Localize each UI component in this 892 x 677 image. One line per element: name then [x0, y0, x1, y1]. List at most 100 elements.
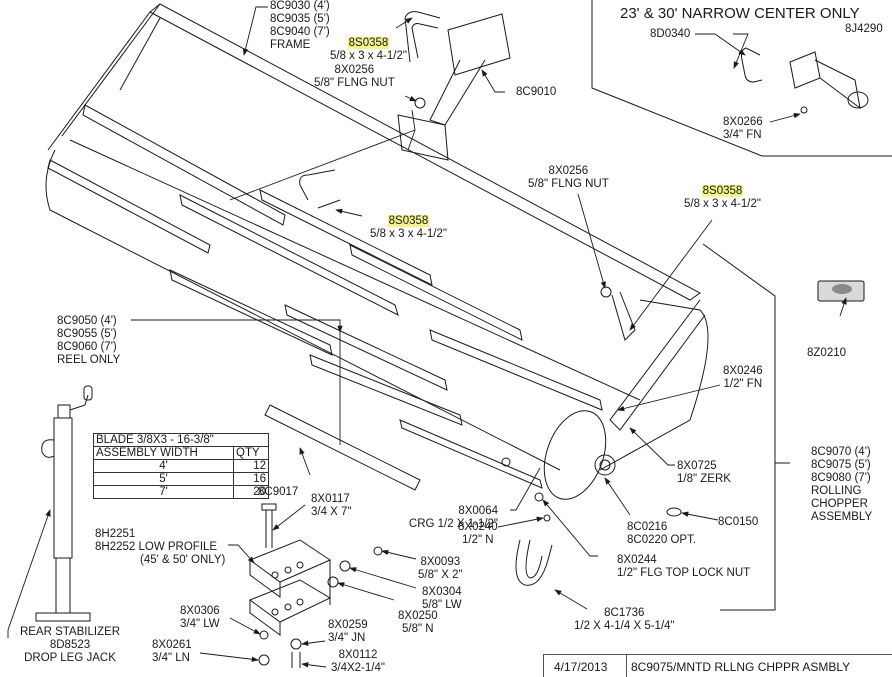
- label-ln-3-4: 8X0261 3/4" LN: [152, 639, 192, 665]
- label-ubolt-right: 8S0358 5/8 x 3 x 4-1/2": [684, 185, 761, 211]
- label-bearing: 8C0216 8C0220 OPT.: [627, 521, 696, 547]
- label-zerk: 8X0725 1/8" ZERK: [677, 460, 731, 486]
- loose-blade: [264, 404, 421, 491]
- part-number: 8X0093: [420, 556, 461, 568]
- assembly-line: 8C9070 (4'): [811, 446, 871, 458]
- table-header-width: ASSEMBLY WIDTH: [93, 446, 234, 460]
- label-flange-nut-top: 8X0256 5/8" FLNG NUT: [314, 64, 395, 90]
- frame-line: 8C9040 (7'): [270, 26, 330, 38]
- reel-line: REEL ONLY: [57, 354, 121, 366]
- part-number: 8C0216: [627, 521, 668, 533]
- assembly-bracket: [702, 243, 776, 611]
- part-number: 8C1736: [604, 607, 645, 619]
- label-n-5-8: 8X0250 5/8" N: [398, 610, 438, 636]
- inset-spindle-shape: [789, 51, 869, 110]
- part-number-highlight: 8S0358: [387, 215, 430, 227]
- ubolt-top-shape: [404, 11, 441, 63]
- stabilizer-line: 8D8523: [49, 639, 91, 651]
- lw-3-4-shape: [259, 630, 269, 640]
- ubolt-mid-shape: [299, 169, 341, 209]
- label-hitch: 8H2251 8H2252 LOW PROFILE (45' & 50' ONL…: [95, 528, 225, 567]
- table-row: 7' 20: [93, 485, 269, 499]
- part-desc: 1/8" ZERK: [677, 473, 731, 485]
- part-desc: 5/8 x 3 x 4-1/2": [330, 50, 407, 62]
- label-bolt-5-8: 8X0093 5/8" X 2": [418, 556, 463, 582]
- part-desc: 5/8 x 3 x 4-1/2": [684, 198, 761, 210]
- label-fn-half: 8X0246 1/2" FN: [723, 365, 763, 391]
- carriage-bolt-shape: [501, 457, 511, 467]
- flange-nut-top: [414, 97, 426, 109]
- part-number-highlight: 8S0358: [347, 37, 390, 49]
- label-ring: 8C0150: [718, 516, 759, 528]
- part-number: 8X0261: [152, 639, 192, 651]
- table-row: 4' 12: [93, 459, 269, 473]
- part-desc: 3/4X2-1/4": [331, 662, 385, 674]
- lock-nut-shape: [534, 492, 544, 502]
- label-decal: 8Z0210: [807, 347, 847, 359]
- inset-nut-shape: [800, 106, 808, 114]
- inset-border: [591, 0, 892, 157]
- label-inset-nut: 8X0266 3/4" FN: [723, 116, 763, 142]
- part-desc: 1/2" N: [462, 534, 494, 546]
- cell-width: 4': [93, 459, 234, 473]
- assembly-line: 8C9075 (5'): [811, 459, 871, 471]
- title-block: 4/17/2013 8C9075/MNTD RLLNG CHPPR ASMBLY: [543, 654, 892, 677]
- stabilizer-line: DROP LEG JACK: [24, 652, 116, 664]
- part-number: 8X0304: [422, 586, 462, 598]
- part-desc: 3/4" FN: [723, 129, 762, 141]
- part-number: 8X0117: [311, 493, 350, 505]
- table-title: BLADE 3/8X3 - 16-3/8": [93, 433, 269, 447]
- lw-5-8-shape: [339, 560, 351, 572]
- label-lock-nut: 8X0244 1/2" FLG TOP LOCK NUT: [617, 554, 750, 580]
- part-desc: 5/8" LW: [422, 599, 462, 611]
- assembly-line: 8C9080 (7'): [811, 472, 871, 484]
- cell-width: 7': [93, 485, 234, 499]
- assembly-line: ROLLING: [811, 485, 862, 497]
- part-desc: 1/2 X 4-1/4 X 5-1/4": [574, 620, 675, 632]
- label-lw-5-8: 8X0304 5/8" LW: [422, 586, 462, 612]
- label-ubolt-top: 8S0358 5/8 x 3 x 4-1/2": [330, 37, 407, 63]
- ubolt-small-shape: [515, 539, 553, 586]
- part-number: 8X0112: [338, 649, 378, 661]
- table-row: 5' 16: [93, 472, 269, 486]
- long-bolt-shape: [261, 503, 277, 548]
- bolt-5-8-shape: [373, 546, 383, 556]
- hitch-line: 8H2251: [95, 528, 136, 540]
- part-number: 8X0250: [398, 610, 438, 622]
- blade-qty-table: BLADE 3/8X3 - 16-3/8" ASSEMBLY WIDTH QTY…: [93, 433, 269, 499]
- frame-line: FRAME: [270, 39, 311, 51]
- label-reel: 8C9050 (4') 8C9055 (5') 8C9060 (7') REEL…: [57, 315, 120, 367]
- part-desc: 3/4" LN: [152, 652, 190, 664]
- part-number: 8X0240: [458, 521, 498, 533]
- label-bolt-3-4: 8X0112 3/4X2-1/4": [331, 649, 385, 675]
- part-desc: 3/4" JN: [328, 632, 366, 644]
- label-frame: 8C9030 (4') 8C9035 (5') 8C9040 (7') FRAM…: [270, 0, 330, 52]
- jack-shape: [35, 385, 93, 622]
- frame-beam: [47, 3, 701, 301]
- assembly-line: ASSEMBLY: [811, 511, 873, 523]
- ln-3-4-shape: [258, 654, 270, 666]
- part-number: 8X0256: [548, 165, 589, 177]
- part-number: 8X0064: [458, 505, 498, 517]
- label-jn-3-4: 8X0259 3/4" JN: [328, 619, 368, 645]
- reel-line: 8C9055 (5'): [57, 328, 117, 340]
- part-desc: 1/2" FN: [723, 378, 763, 390]
- bearing-shape: [594, 454, 616, 476]
- label-ubolt-mid: 8S0358 5/8 x 3 x 4-1/2": [370, 215, 447, 241]
- part-number: 8X0244: [617, 554, 657, 566]
- label-stabilizer: REAR STABILIZER 8D8523 DROP LEG JACK: [14, 626, 126, 665]
- nut-half-shape: [543, 514, 551, 522]
- part-number-highlight: 8S0358: [701, 185, 744, 197]
- reel-line: 8C9050 (4'): [57, 315, 117, 327]
- inset-ubolt-shape: [741, 47, 763, 83]
- frame-line: 8C9030 (4'): [270, 0, 330, 12]
- part-number: 8X0259: [328, 619, 368, 631]
- label-nut-half: 8X0240 1/2" N: [458, 521, 498, 547]
- reel-cylinder: [45, 139, 709, 500]
- part-desc: 3/4 X 7": [311, 506, 352, 518]
- stabilizer-line: REAR STABILIZER: [19, 626, 121, 638]
- cell-qty: 16: [233, 472, 269, 486]
- part-desc: 5/8" FLNG NUT: [528, 178, 609, 190]
- part-number: 8X0266: [723, 116, 763, 128]
- assembly-line: CHOPPER: [811, 498, 868, 510]
